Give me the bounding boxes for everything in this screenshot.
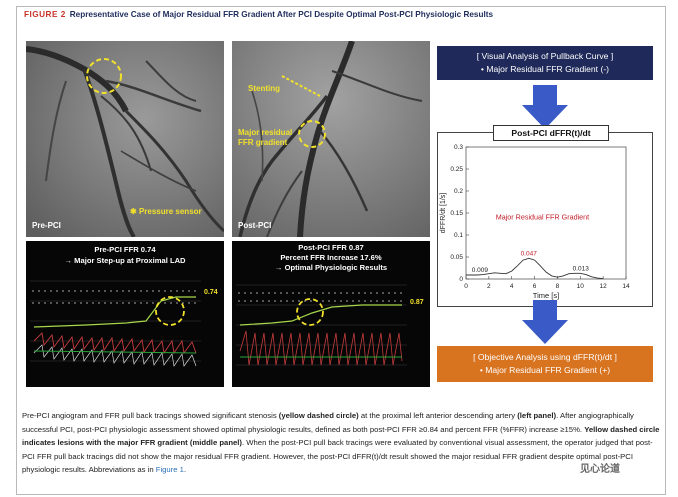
pre-pci-angiogram: Pre-PCI ✱ Pressure sensor [26, 41, 224, 237]
figure-title-text: Representative Case of Major Residual FF… [69, 10, 494, 19]
y-tick-label: 0.05 [450, 254, 463, 261]
data-label-0009: 0.009 [472, 267, 489, 274]
pre-tracing-waves [30, 280, 201, 367]
caption-bold4: (middle panel) [187, 438, 242, 448]
post-pci-tracing: Post-PCI FFR 0.87 Percent FFR Increase 1… [232, 241, 430, 387]
x-axis-label: Time [s] [533, 291, 559, 300]
x-tick-label: 0 [464, 283, 468, 290]
data-label-0047: 0.047 [521, 250, 538, 257]
objective-analysis-result: • Major Residual FFR Gradient (+) [479, 365, 611, 375]
post-pci-label: Post-PCI [238, 221, 272, 230]
stenosis-circle-pre [86, 58, 122, 94]
x-tick-label: 4 [510, 283, 514, 290]
figure-caption: Pre-PCI angiogram and FFR pull back trac… [22, 409, 662, 477]
pre-tracing-line1: Pre-PCI FFR 0.74 [94, 245, 156, 254]
arrow-down-1 [522, 85, 568, 129]
y-tick-label: 0.1 [454, 232, 463, 239]
stenosis-circle-post [298, 120, 326, 148]
post-tracing-line1: Post-PCI FFR 0.87 [298, 243, 364, 252]
stepup-circle-pre [155, 296, 185, 326]
arrow-down-2 [522, 300, 568, 344]
x-tick-label: 2 [487, 283, 491, 290]
pre-pci-label: Pre-PCI [32, 221, 61, 230]
gradient-circle-post [296, 298, 324, 326]
y-tick-label: 0.3 [454, 144, 463, 151]
pressure-sensor-label: ✱ Pressure sensor [130, 207, 202, 216]
pre-ffr-value: 0.74 [204, 289, 218, 296]
caption-part4: . When the post-PCI pull back tracings w… [22, 438, 653, 475]
pressure-sensor-text: Pressure sensor [138, 207, 202, 216]
stenting-label: Stenting [248, 84, 280, 93]
y-tick-label: 0.15 [450, 210, 463, 217]
caption-bold2: (left panel) [517, 411, 557, 420]
post-pci-vessels [232, 41, 430, 237]
watermark: 见心论道 [580, 464, 620, 475]
x-tick-label: 8 [556, 283, 560, 290]
gradient-label-line1: Major residual [238, 128, 293, 137]
caption-part3: . After angiographically successful PCI,… [22, 411, 634, 434]
caption-part2: at the proximal left anterior descending… [358, 411, 518, 420]
x-tick-label: 12 [600, 283, 608, 290]
series-line [466, 257, 604, 280]
caption-bold3: Yellow dashed circle indicates lesions w… [22, 424, 660, 448]
post-tracing-line2: Percent FFR Increase 17.6% [280, 253, 382, 262]
pre-pci-tracing: Pre-PCI FFR 0.74 → Major Step-up at Prox… [26, 241, 224, 387]
stent-marker [281, 75, 321, 97]
annotation-major-gradient: Major Residual FFR Gradient [496, 213, 589, 222]
pre-pci-vessels [26, 41, 224, 237]
post-tracing-line3: → Optimal Physiologic Results [274, 263, 388, 272]
x-tick-label: 10 [577, 283, 585, 290]
caption-part5: . [183, 465, 187, 475]
visual-analysis-title: [ Visual Analysis of Pullback Curve ] [476, 51, 614, 61]
caption-part1: Pre-PCI angiogram and FFR pull back trac… [22, 411, 279, 420]
visual-analysis-box: [ Visual Analysis of Pullback Curve ] • … [437, 46, 653, 80]
objective-analysis-title: [ Objective Analysis using dFFR(t)/dt ] [473, 352, 617, 362]
y-tick-label: 0 [459, 276, 463, 283]
figure-1-link[interactable]: Figure 1 [155, 465, 184, 475]
y-axis-label: dFFR/dt [1/s] [440, 193, 447, 234]
visual-analysis-result: • Major Residual FFR Gradient (-) [480, 64, 610, 74]
y-tick-label: 0.25 [450, 166, 463, 173]
y-tick-label: 0.2 [454, 188, 463, 195]
objective-analysis-box: [ Objective Analysis using dFFR(t)/dt ] … [437, 346, 653, 382]
caption-bold1: (yellow dashed circle) [278, 411, 359, 420]
figure-label: FIGURE 2 [24, 10, 66, 19]
post-pci-angiogram: Stenting Major residual FFR gradient Pos… [232, 41, 430, 237]
gradient-label-line2: FFR gradient [238, 138, 288, 147]
pre-tracing-line2: → Major Step-up at Proximal LAD [64, 256, 186, 265]
post-ffr-value: 0.87 [410, 299, 424, 306]
x-tick-label: 6 [533, 283, 537, 290]
chart-header: Post-PCI dFFR(t)/dt [493, 125, 609, 141]
post-tracing-waves [236, 284, 407, 366]
x-tick-label: 14 [622, 283, 630, 290]
data-label-0013: 0.013 [573, 265, 590, 272]
